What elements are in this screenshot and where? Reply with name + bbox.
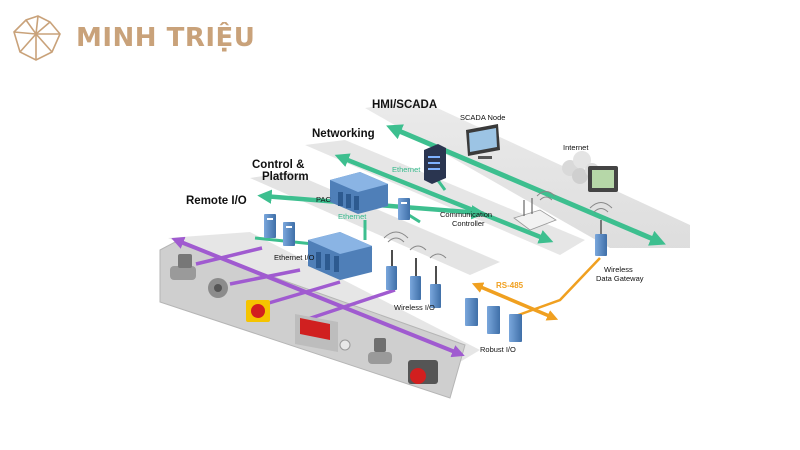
hmi-panel-icon[interactable] (588, 166, 618, 192)
wireless-io-module[interactable] (410, 258, 421, 300)
label-rs485: RS-485 (496, 281, 524, 290)
fieldbus-branch-3 (261, 280, 341, 307)
robust-io-module[interactable] (465, 298, 478, 326)
layer-title-control-1: Control & (252, 159, 304, 171)
io-module-icon[interactable] (264, 214, 276, 238)
fieldbus-branch-4 (304, 288, 396, 322)
brand-logo: MINH TRIỆU (8, 14, 255, 62)
gateway-link (509, 257, 601, 320)
label-ethernet-mid: Ethernet (338, 212, 367, 221)
scada-monitor-icon[interactable] (466, 124, 500, 159)
emergency-stop-icon (246, 300, 270, 322)
layer-title-hmi: HMI/SCADA (372, 99, 437, 111)
pac-controller-icon[interactable] (330, 172, 388, 214)
layer-title-control-2: Platform (262, 171, 309, 183)
fieldbus-branch-2 (229, 268, 301, 286)
label-comm-controller-2: Controller (452, 219, 485, 228)
digital-display-icon (295, 314, 351, 352)
layer-title-networking: Networking (312, 128, 375, 140)
brand-name: MINH TRIỆU (76, 23, 256, 53)
communication-controller-icon[interactable] (398, 198, 410, 220)
label-internet: Internet (563, 143, 589, 152)
label-pac: PAC (316, 195, 331, 204)
valve-icon (368, 338, 392, 364)
wireless-data-gateway-icon[interactable] (589, 202, 613, 257)
io-module-icon[interactable] (283, 222, 295, 246)
layer-title-remote: Remote I/O (186, 195, 247, 207)
label-robust-io: Robust I/O (480, 345, 516, 354)
red-button-icon (408, 360, 438, 384)
label-wireless-io: Wireless I/O (394, 303, 435, 312)
network-switch-icon[interactable] (424, 144, 446, 184)
wireless-io-module[interactable] (386, 250, 397, 290)
label-ethernet-io: Ethernet I/O (274, 253, 315, 262)
fieldbus-branch-1 (195, 246, 263, 266)
robust-io-module[interactable] (487, 306, 500, 334)
fan-icon (208, 278, 228, 298)
antenna-icon (383, 231, 447, 259)
label-ethernet-top: Ethernet (392, 165, 421, 174)
rs485-line (471, 282, 559, 321)
gem-logo-icon (13, 15, 61, 61)
ethernet-io-rack-icon[interactable] (308, 232, 372, 280)
wireless-io-module[interactable] (430, 266, 441, 308)
robust-io-module[interactable] (509, 314, 522, 342)
label-scada-node: SCADA Node (460, 113, 505, 122)
label-gateway-1: Wireless (604, 265, 633, 274)
wifi-router-icon[interactable] (513, 191, 557, 231)
flow-meter-icon (170, 254, 196, 280)
label-comm-controller-1: Communication (440, 210, 492, 219)
label-gateway-2: Data Gateway (596, 274, 644, 283)
